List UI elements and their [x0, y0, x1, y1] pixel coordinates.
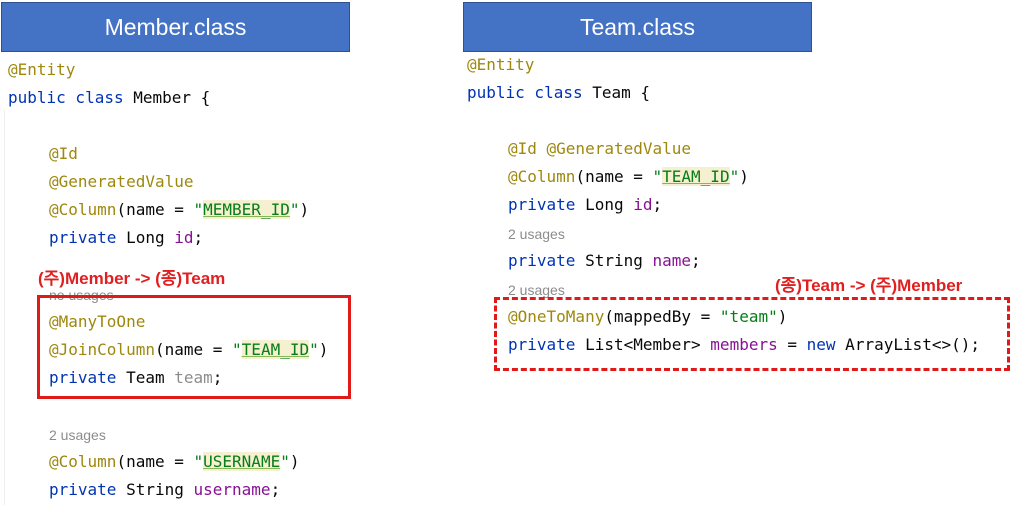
member-id-annotation: @Id: [49, 144, 78, 163]
member-generated-annotation: @GeneratedValue: [49, 172, 194, 191]
member-manytoone-annotation: @ManyToOne: [49, 312, 146, 331]
team-id-field: private Long id;: [508, 195, 663, 214]
member-team-field: private Team team;: [49, 368, 223, 387]
member-id-field: private Long id;: [49, 228, 204, 247]
member-class-decl: public class Member {: [8, 88, 211, 107]
team-name-usages: 2 usages: [508, 226, 565, 242]
team-relation-label: (종)Team -> (주)Member: [775, 276, 963, 295]
member-relation-box: [37, 295, 351, 399]
member-relation-label: (주)Member -> (종)Team: [38, 268, 226, 290]
team-name-field: private String name;: [508, 251, 701, 270]
team-class-banner: Team.class: [463, 2, 812, 52]
team-entity-line: @Entity: [467, 55, 535, 74]
team-column-annotation: @Column(name = "TEAM_ID"): [508, 167, 749, 186]
member-username-column: @Column(name = "USERNAME"): [49, 452, 300, 471]
team-onetomany-annotation: @OneToMany(mappedBy = "team"): [508, 307, 788, 326]
member-username-field: private String username;: [49, 480, 281, 499]
member-username-usages: 2 usages: [49, 427, 106, 443]
member-class-banner: Member.class: [1, 2, 350, 52]
team-members-usages: 2 usages: [508, 282, 565, 298]
team-id-annotation: @Id @GeneratedValue: [508, 139, 692, 158]
member-joincolumn-annotation: @JoinColumn(name = "TEAM_ID"): [49, 340, 329, 359]
member-gutter-line: [4, 110, 5, 505]
team-class-decl: public class Team {: [467, 83, 651, 102]
member-column-annotation: @Column(name = "MEMBER_ID"): [49, 200, 310, 219]
team-relation-box: [494, 297, 1010, 371]
member-entity-line: @Entity: [8, 60, 76, 79]
team-members-field: private List<Member> members = new Array…: [508, 335, 981, 354]
